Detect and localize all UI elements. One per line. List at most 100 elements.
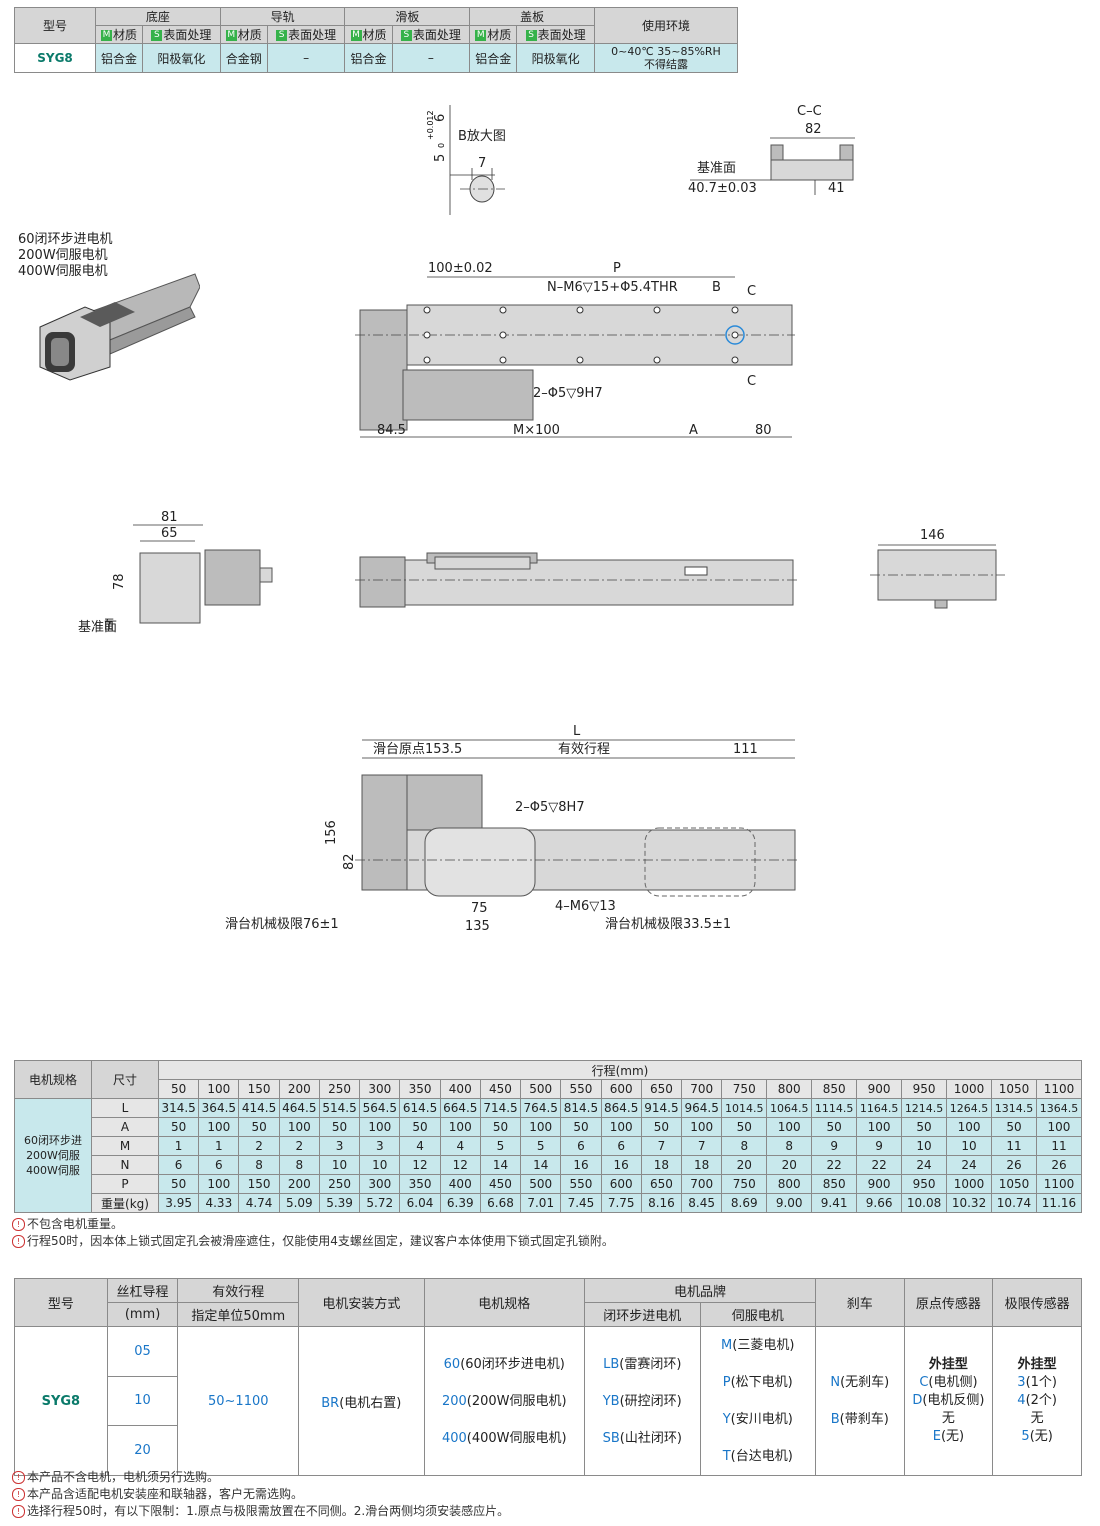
dim-value: 100 — [856, 1117, 903, 1137]
dim-value: 50 — [721, 1117, 768, 1137]
spec-cell: 铝合金 — [94, 43, 144, 73]
spec-cell: – — [266, 43, 346, 73]
dim-value: 4.33 — [198, 1193, 240, 1213]
dim-value: 11 — [1035, 1136, 1083, 1156]
col-model: 型号 — [14, 7, 96, 44]
dim-value: 10 — [359, 1155, 401, 1175]
dim-value: 300 — [359, 1174, 401, 1194]
dim-value: 8 — [766, 1136, 813, 1156]
dim-value: 5.39 — [318, 1193, 361, 1213]
dim-value: 714.5 — [479, 1098, 522, 1118]
dim-value: 200 — [278, 1174, 320, 1194]
dim-value: 450 — [479, 1174, 522, 1194]
stroke-header-cell: 950 — [901, 1079, 948, 1099]
h-motor: 电机规格 — [14, 1060, 92, 1099]
dim-value: 16 — [560, 1155, 602, 1175]
stroke-header-cell: 150 — [238, 1079, 280, 1099]
dim-value: 50 — [238, 1117, 280, 1137]
dim-value: 100 — [766, 1117, 813, 1137]
dim-value: 50 — [479, 1117, 522, 1137]
end-65: 65 — [161, 526, 178, 541]
top-A: A — [689, 423, 698, 438]
dim-value: 24 — [901, 1155, 948, 1175]
dim-value: 7 — [681, 1136, 723, 1156]
dim-value: 9 — [811, 1136, 858, 1156]
bot-82: 82 — [342, 853, 357, 870]
order-brakes: N(无刹车) B(带刹车) — [814, 1326, 905, 1476]
h-dim: 尺寸 — [91, 1060, 159, 1099]
dim-value: 600 — [600, 1174, 642, 1194]
dim-value: 1214.5 — [901, 1098, 948, 1118]
dim-value: 50 — [157, 1174, 200, 1194]
bot-75: 75 — [471, 901, 488, 916]
dim-value: 914.5 — [640, 1098, 683, 1118]
stroke-header-cell: 850 — [811, 1079, 858, 1099]
dim-value: 100 — [600, 1117, 642, 1137]
stroke-header-cell: 300 — [359, 1079, 401, 1099]
dim-value: 14 — [479, 1155, 522, 1175]
spec-cell: 铝合金 — [469, 43, 518, 73]
b-tol: 5 — [433, 154, 448, 162]
order-note-2: !本产品含适配电机安装座和联轴器，客户无需选购。 — [12, 1485, 303, 1502]
dim-value: 10 — [318, 1155, 361, 1175]
dim-value: 550 — [560, 1174, 602, 1194]
spec-cell: 阳极氧化 — [516, 43, 595, 73]
dim-value: 6 — [560, 1136, 602, 1156]
dim-value: 1314.5 — [991, 1098, 1037, 1118]
dim-value: 764.5 — [520, 1098, 562, 1118]
h-lead: 丝杠导程 — [106, 1278, 179, 1303]
order-stroke: 50~1100 — [177, 1326, 300, 1476]
dim-value: 22 — [856, 1155, 903, 1175]
top-845: 84.5 — [377, 423, 406, 438]
dim-value: 5.09 — [278, 1193, 320, 1213]
stroke-header-cell: 450 — [479, 1079, 522, 1099]
dim-value: 100 — [520, 1117, 562, 1137]
dim-value: 8.45 — [681, 1193, 723, 1213]
order-origin: 外挂型 C(电机侧) D(电机反侧) 无 E(无) — [903, 1326, 994, 1476]
dim-label: P — [91, 1174, 159, 1194]
dim-value: 314.5 — [157, 1098, 200, 1118]
h-mount: 电机安装方式 — [298, 1278, 425, 1327]
dim-value: 9.00 — [766, 1193, 813, 1213]
dim-value: 400 — [439, 1174, 481, 1194]
end-ref: 基准面 — [105, 618, 114, 633]
bot-156: 156 — [324, 820, 339, 845]
stroke-note-1: !不包含电机重量。 — [12, 1215, 123, 1232]
dim-value: 1114.5 — [811, 1098, 858, 1118]
order-servos: M(三菱电机) P(松下电机) Y(安川电机) T(台达电机) — [699, 1326, 816, 1476]
dim-value: 3 — [359, 1136, 401, 1156]
dim-value: 814.5 — [560, 1098, 602, 1118]
dim-value: 24 — [946, 1155, 992, 1175]
dim-value: 18 — [681, 1155, 723, 1175]
motor-caption: 60闭环步进电机 200W伺服电机 400W伺服电机 — [18, 232, 113, 279]
order-note-3: !选择行程50时，有以下限制：1.原点与极限需放置在不同侧。2.滑台两侧均须安装… — [12, 1502, 509, 1519]
dim-value: 250 — [318, 1174, 361, 1194]
dim-label: 重量(kg) — [91, 1193, 159, 1213]
dim-value: 1364.5 — [1035, 1098, 1083, 1118]
b-dim7: 7 — [478, 156, 486, 171]
dim-value: 6 — [600, 1136, 642, 1156]
dim-value: 4 — [399, 1136, 441, 1156]
dim-value: 26 — [991, 1155, 1037, 1175]
dim-value: 464.5 — [278, 1098, 320, 1118]
h-model: 型号 — [14, 1278, 108, 1327]
end-81: 81 — [161, 510, 178, 525]
bot-111: 111 — [733, 742, 758, 757]
dim-value: 650 — [640, 1174, 683, 1194]
stroke-header-cell: 250 — [318, 1079, 361, 1099]
bot-pin: 2–Φ5▽8H7 — [515, 800, 585, 815]
dim-value: 10.32 — [946, 1193, 992, 1213]
order-mount: BR(电机右置) — [298, 1326, 425, 1476]
top-B: B — [712, 280, 721, 295]
bot-L: L — [573, 724, 581, 739]
order-lead: 10 — [106, 1375, 179, 1427]
end-view-drawing: 81 65 78 基准面 — [105, 510, 273, 633]
h-brake: 刹车 — [814, 1278, 905, 1327]
dim-value: 614.5 — [399, 1098, 441, 1118]
dim-value: 11.16 — [1035, 1193, 1083, 1213]
dim-value: 50 — [811, 1117, 858, 1137]
